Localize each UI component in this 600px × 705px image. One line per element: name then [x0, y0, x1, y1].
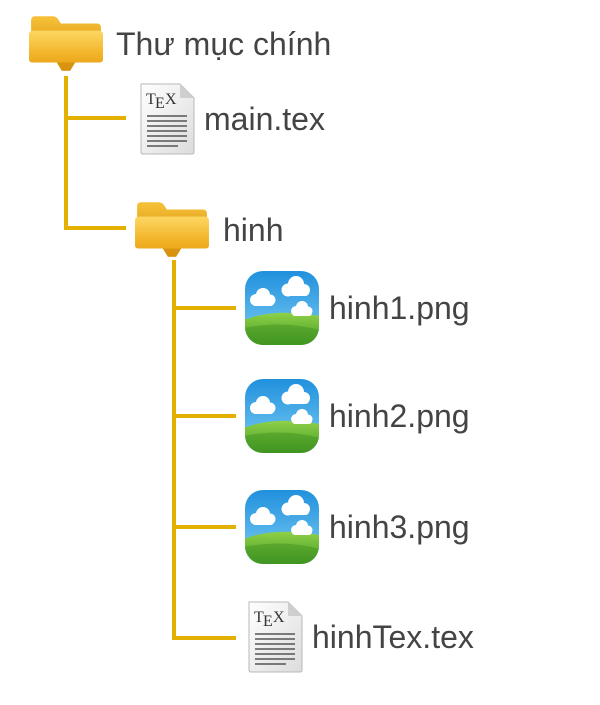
tree-node-hinh1[interactable]: hinh1.png [244, 270, 470, 346]
image-icon [244, 270, 320, 346]
main-tex-label: main.tex [204, 101, 325, 137]
tree-node-hinh[interactable]: hinh [134, 200, 284, 260]
tex-file-icon [246, 600, 304, 674]
image-icon [244, 378, 320, 454]
hinh3-label: hinh3.png [329, 509, 470, 545]
root-folder-label: Thư mục chính [116, 26, 332, 62]
hinh1-label: hinh1.png [329, 290, 470, 326]
folder-icon [134, 200, 210, 260]
tex-file-icon [138, 82, 196, 156]
hinh-folder-label: hinh [223, 212, 284, 248]
folder-icon [28, 14, 104, 74]
hinh2-label: hinh2.png [329, 398, 470, 434]
tree-node-hinh3[interactable]: hinh3.png [244, 489, 470, 565]
tree-node-main-tex[interactable]: main.tex [138, 82, 325, 156]
image-icon [244, 489, 320, 565]
tree-node-hinh2[interactable]: hinh2.png [244, 378, 470, 454]
tree-node-root[interactable]: Thư mục chính [28, 14, 331, 74]
hinhtex-label: hinhTex.tex [312, 619, 474, 655]
tree-node-hinhtex[interactable]: hinhTex.tex [246, 600, 474, 674]
